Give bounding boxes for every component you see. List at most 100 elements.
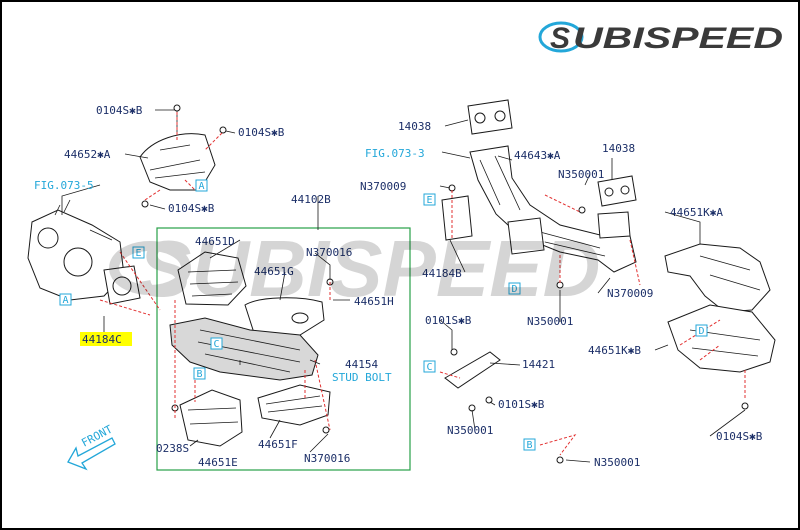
label-n350001-c: N350001 (447, 424, 493, 437)
flange-44184b (507, 217, 545, 255)
label-0101s-1: 0101S✱B (425, 314, 472, 327)
ref-box-a-left: A (59, 293, 72, 306)
label-0238s: 0238S (156, 442, 189, 455)
label-14421: 14421 (522, 358, 555, 371)
label-fig-073-5: FIG.073-5 (34, 179, 94, 192)
heat-cover-44652a (139, 133, 216, 191)
label-n370009-b: N370009 (607, 287, 653, 300)
red-guides-pipe (451, 190, 641, 286)
ref-box-a-top: A (195, 179, 208, 192)
label-n370016-b: N370016 (304, 452, 350, 465)
gasket-b-port-1 (604, 187, 614, 197)
catalytic-converter-44102b (169, 317, 319, 381)
subispeed-logo: S UBISPEED (538, 21, 783, 55)
label-44651h: 44651H (354, 295, 394, 308)
pipe-contours (479, 155, 606, 257)
label-bolt-0104s-2: 0104S✱B (238, 126, 285, 139)
logo-s: S (550, 22, 570, 55)
label-44652a: 44652✱A (64, 148, 111, 161)
label-44184c: 44184C (82, 333, 122, 346)
gasket-14038-a (467, 99, 513, 135)
ref-box-c-bracket-text: C (427, 362, 433, 373)
label-44651e: 44651E (198, 456, 238, 469)
nut-n370016-b (322, 426, 330, 434)
watermark: SUBISPEED (109, 224, 600, 313)
label-0101s-2: 0101S✱B (498, 398, 545, 411)
gasket-44184b (441, 195, 473, 241)
highlight-44184c (80, 332, 132, 346)
assembly-group-box (156, 227, 411, 471)
label-bolt-0104s-1: 0104S✱B (96, 104, 143, 117)
ref-box-c-center: C (210, 337, 223, 350)
front-arrow-icon (67, 437, 116, 471)
ref-box-d-shield: D (695, 324, 708, 337)
label-44102b: 44102B (291, 193, 331, 206)
gasket-a-port-2 (494, 110, 506, 122)
bolt-head-1 (173, 104, 181, 112)
shield-ribs-d (187, 269, 239, 297)
label-n350001-d: N350001 (594, 456, 640, 469)
label-bolt-0104s-3: 0104S✱B (168, 202, 215, 215)
label-44154: 44154 (345, 358, 378, 371)
label-14038-a: 14038 (398, 120, 431, 133)
cover-ribs (149, 144, 206, 179)
label-14038-b: 14038 (602, 142, 635, 155)
red-guides-right (679, 319, 746, 400)
ref-box-d-pipe: D (508, 282, 521, 295)
nut-n350001-d (556, 456, 564, 464)
watermark-swoosh-icon (109, 241, 191, 295)
nut-n350001-a (578, 206, 586, 214)
turbo-inlet (37, 227, 59, 249)
ref-box-a-top-text: A (199, 181, 205, 192)
bolt-head-3 (141, 200, 149, 208)
label-0104s-b6: 0104S✱B (716, 430, 763, 443)
shield-ribs-e (187, 407, 239, 425)
label-44184b: 44184B (422, 267, 462, 280)
shield-44651f (257, 384, 331, 426)
ref-box-e-left: E (132, 246, 145, 259)
gasket-14038-b (597, 175, 637, 207)
label-44651kb: 44651K✱B (588, 344, 641, 357)
ref-box-b-center: B (193, 367, 206, 380)
ref-box-b-bottom: B (523, 438, 536, 451)
gasket-a-port-1 (474, 112, 486, 124)
label-n350001-b: N350001 (527, 315, 573, 328)
bolt-0101s-1 (450, 348, 458, 356)
label-44651f: 44651F (258, 438, 298, 451)
ref-box-d-shield-text: D (699, 326, 705, 337)
shield-44651e (179, 389, 243, 447)
logo-swoosh-icon (538, 21, 584, 53)
turbo-details (54, 199, 113, 241)
label-44651ka: 44651K✱A (670, 206, 723, 219)
label-n350001-a: N350001 (558, 168, 604, 181)
flange-right (597, 211, 631, 239)
shield-ribs-f (265, 395, 323, 413)
label-n370016-a: N370016 (306, 246, 352, 259)
red-guides-top (144, 112, 223, 201)
watermark-text: SUBISPEED (138, 224, 600, 313)
heat-shield-44651ka (664, 243, 771, 313)
bolt-0101s-2 (485, 396, 493, 404)
leader-lines (61, 109, 746, 463)
ref-box-b-center-text: B (197, 369, 203, 380)
label-44651d: 44651D (195, 235, 235, 248)
red-guides-center (194, 282, 331, 431)
red-guides-left (99, 251, 176, 420)
ref-box-c-bracket: C (423, 360, 436, 373)
label-44651g: 44651G (254, 265, 294, 278)
bolt-0104s-b6 (741, 402, 749, 410)
ref-box-e-right-text: E (427, 195, 433, 206)
ref-box-e-right: E (423, 193, 436, 206)
bolt-head-2 (219, 126, 227, 134)
logo-text: UBISPEED (573, 22, 783, 55)
ref-box-a-left-text: A (63, 295, 69, 306)
ref-box-b-bottom-text: B (527, 440, 533, 451)
ref-box-e-left-text: E (136, 248, 142, 259)
shield-44651d (177, 251, 247, 306)
turbo-housing (63, 247, 93, 277)
ref-box-d-pipe-text: D (512, 284, 518, 295)
heat-shield-44651kb (667, 304, 776, 373)
